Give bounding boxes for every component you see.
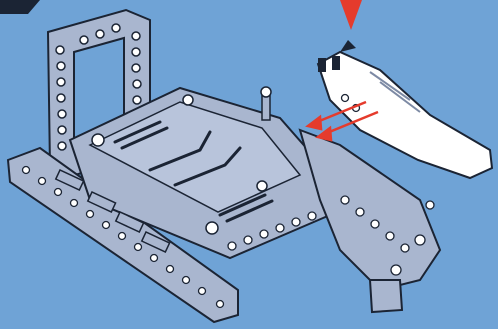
callout-arrow-icon	[340, 0, 362, 30]
step-corner-tab	[0, 0, 40, 14]
